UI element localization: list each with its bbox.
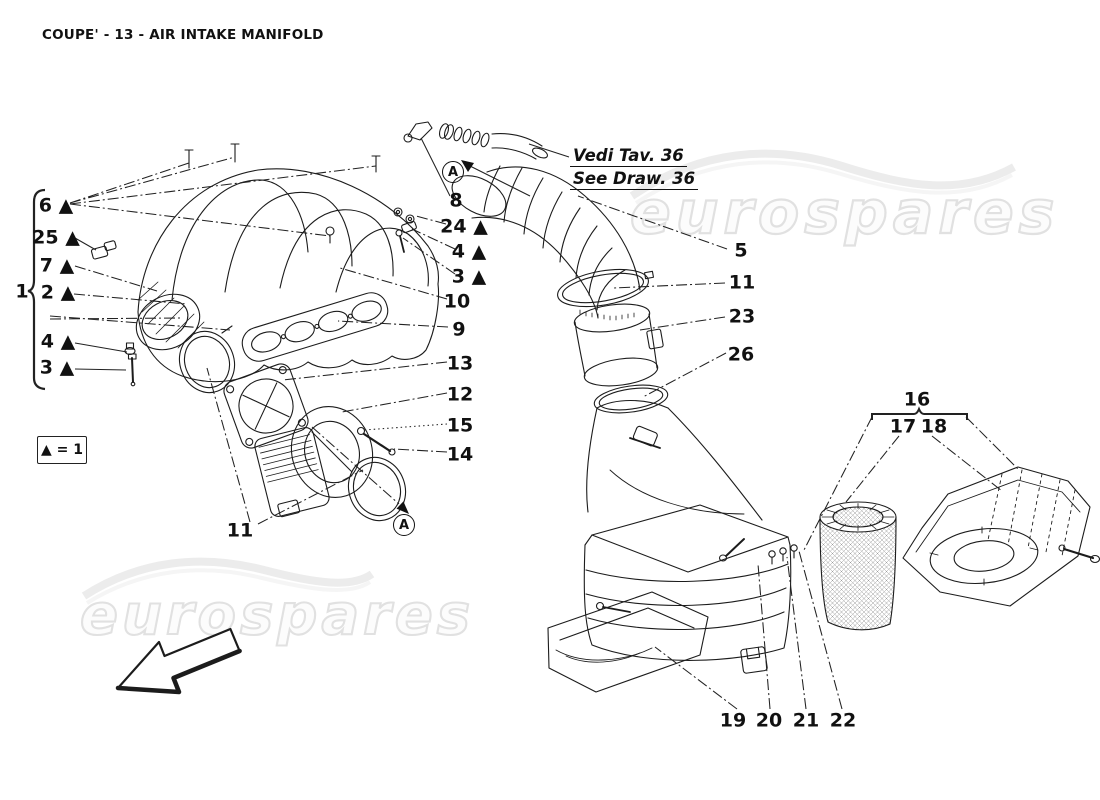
watermark-swoosh-bottom: [81, 557, 375, 605]
direction-letter: A: [447, 164, 459, 180]
callout-16: 16: [903, 388, 931, 411]
callout-9: 9: [452, 318, 466, 341]
callout-23: 23: [728, 305, 756, 328]
watermark-swoosh-top: [629, 149, 1016, 205]
callout-4-mid: 4 ▲: [451, 240, 487, 263]
callout-12: 12: [446, 383, 474, 406]
legend-box: ▲ = 1: [37, 436, 87, 464]
callout-24: 24 ▲: [440, 215, 488, 238]
cross-reference-line1: Vedi Tav. 36: [570, 146, 687, 167]
callout-25: 25 ▲: [32, 226, 80, 249]
direction-marker-a-bottom: A: [393, 514, 415, 536]
callout-1: 1: [15, 280, 29, 303]
callout-2: 2 ▲: [40, 281, 76, 304]
callout-7: 7 ▲: [39, 254, 75, 277]
throttle-body-drawing: [178, 325, 407, 522]
callout-20: 20: [755, 709, 783, 732]
callout-18: 18: [920, 415, 948, 438]
air-filter-drawing: [819, 501, 897, 631]
callout-14: 14: [446, 443, 474, 466]
callout-11-right: 11: [728, 271, 756, 294]
intake-manifold-drawing: [90, 143, 440, 387]
callout-3-left: 3 ▲: [39, 356, 75, 379]
watermark-text-top: eurospares: [630, 178, 1059, 248]
callout-22: 22: [829, 709, 857, 732]
callout-11-left: 11: [226, 519, 254, 542]
callout-10: 10: [443, 290, 471, 313]
callout-8: 8: [449, 189, 463, 212]
page-title: COUPE' - 13 - AIR INTAKE MANIFOLD: [42, 27, 324, 43]
airbox-drawing: [547, 504, 798, 693]
callout-26: 26: [727, 343, 755, 366]
callout-4-left: 4 ▲: [40, 330, 76, 353]
callout-17: 17: [889, 415, 917, 438]
direction-arrowheads: [396, 160, 474, 514]
cross-reference-note: Vedi Tav. 36 See Draw. 36: [570, 146, 699, 190]
direction-marker-a-top: A: [442, 161, 464, 183]
watermark-text-bottom: eurospares: [80, 583, 474, 648]
maf-sensor-drawing: [557, 268, 669, 414]
cross-reference-line2: See Draw. 36: [570, 169, 699, 190]
callout-15: 15: [446, 414, 474, 437]
direction-arrow: [115, 627, 242, 695]
vacuum-fitting-drawing: [403, 121, 548, 160]
legend-text: ▲ = 1: [41, 442, 83, 458]
callout-19: 19: [719, 709, 747, 732]
callout-6: 6 ▲: [38, 194, 74, 217]
callout-5: 5: [734, 239, 748, 262]
callout-21: 21: [792, 709, 820, 732]
leader-lines: [27, 137, 1019, 710]
airbox-cover-drawing: [902, 466, 1100, 607]
direction-letter: A: [398, 517, 410, 533]
air-duct-drawing: [586, 400, 763, 521]
callout-13: 13: [446, 352, 474, 375]
callout-3-mid: 3 ▲: [451, 265, 487, 288]
